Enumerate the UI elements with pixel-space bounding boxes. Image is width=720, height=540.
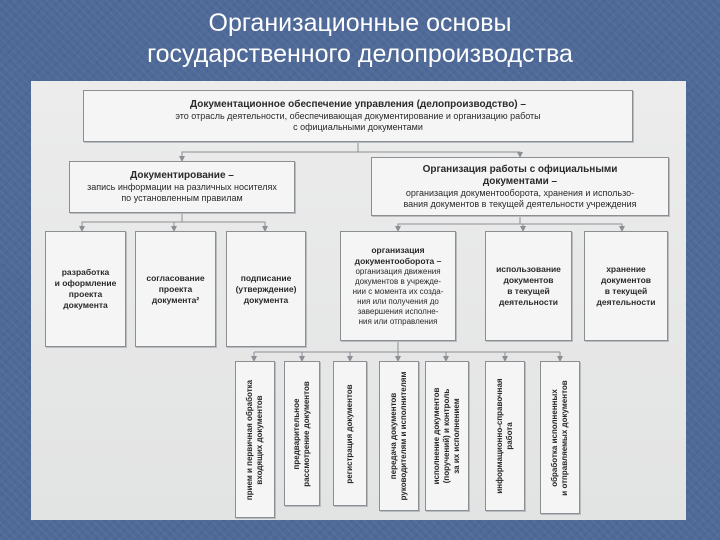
work-organization-heading-2: документами –	[482, 175, 558, 187]
l3-usage-line-2: документов	[503, 275, 554, 285]
l4-reception-line-1: прием и первичная обработка	[245, 379, 254, 500]
l4-transfer-line-2: руководителям и исполнителям	[399, 371, 408, 501]
l4-execution-control-box: исполнение документов (поручений) и конт…	[425, 361, 469, 511]
l4-reception-box: прием и первичная обработка входящих док…	[235, 361, 275, 518]
doc-management-heading: Документационное обеспечение управления …	[190, 99, 526, 110]
l4-outgoing-processing-box: обработка исполненных и отправляемых док…	[540, 361, 580, 514]
work-organization-heading-1: Организация работы с официальными	[422, 163, 618, 175]
l3-draft-line-1: разработка	[61, 267, 110, 277]
l3-signing-line-3: документа	[243, 294, 289, 305]
connector-top-to-left	[179, 143, 359, 162]
connector-left-to-l3	[79, 214, 183, 232]
l4-registration-box: регистрация документов	[333, 361, 367, 506]
l3-draft-line-2: и оформление	[54, 278, 117, 288]
documentation-desc-1: запись информации на различных носителях	[87, 182, 277, 192]
l3-signing-box: подписание (утверждение) документа	[226, 231, 306, 347]
l3-storage-box: хранение документов в текущей деятельнос…	[584, 231, 668, 341]
l4-transfer-text: передача документов руководителям и испо…	[389, 362, 409, 510]
l3-approval-line-1: согласование	[146, 272, 205, 283]
work-organization-box: Организация работы с официальными докуме…	[371, 157, 669, 216]
work-organization-desc-1: организация документооборота, хранения и…	[405, 187, 635, 198]
doc-management-desc-2: с официальными документами	[293, 122, 423, 132]
doc-management-desc-1: это отрасль деятельности, обеспечивающая…	[175, 111, 541, 121]
l4-transfer-line-1: передача документов	[389, 392, 398, 480]
l4-reception-text: прием и первичная обработка входящих док…	[245, 365, 265, 515]
l3-approval-box: согласование проекта документа²	[135, 231, 216, 347]
documentation-desc-2: по установленным правилам	[121, 193, 243, 203]
l3-usage-line-4: деятельности	[499, 297, 558, 307]
l4-reception-line-2: входящих документов	[255, 394, 264, 485]
l3-doc-flow-heading-2: документооборота –	[354, 256, 442, 266]
l4-outgoing-processing-line-2: и отправляемых документов	[560, 379, 569, 496]
work-organization-desc-2: вания документов в текущей деятельности …	[403, 198, 637, 209]
l4-reference-work-text: информационно-справочная работа	[495, 362, 515, 510]
doc-management-box: Документационное обеспечение управления …	[83, 90, 633, 142]
l4-preliminary-review-line-2: рассмотрение документов	[302, 380, 311, 487]
l4-preliminary-review-text: предварительное рассмотрение документов	[292, 362, 312, 505]
l4-reference-work-box: информационно-справочная работа	[485, 361, 525, 511]
slide-title-line-1: Организационные основы	[208, 9, 512, 37]
l3-usage-line-3: в текущей	[507, 286, 550, 296]
l3-doc-flow-desc-2: документов в учрежде-	[354, 277, 442, 286]
l3-storage-line-1: хранение	[606, 264, 646, 274]
l3-draft-box: разработка и оформление проекта документ…	[45, 231, 126, 347]
l3-doc-flow-desc-1: организация движения	[355, 267, 441, 276]
l4-registration-text: регистрация документов	[345, 362, 355, 505]
l3-doc-flow-desc-4: ния или получения до	[357, 297, 439, 306]
l3-draft-line-4: документа	[63, 300, 108, 310]
slide-title-line-2: государственного делопроизводства	[147, 40, 573, 68]
l3-draft-line-3: проекта	[68, 289, 103, 299]
connector-right-to-l3	[395, 217, 521, 232]
l4-preliminary-review-line-1: предварительное	[292, 398, 301, 469]
l3-approval-line-3: документа²	[151, 294, 200, 305]
l3-storage-line-3: в текущей	[604, 286, 648, 296]
l3-signing-line-1: подписание	[240, 272, 292, 283]
l4-execution-control-line-2: (поручений) и контроль	[442, 388, 451, 484]
l3-doc-flow-desc-6: ния или отправления	[358, 317, 438, 326]
l4-outgoing-processing-line-1: обработка исполненных	[550, 388, 559, 487]
l3-usage-line-1: использование	[496, 264, 561, 274]
documentation-box: Документирование – запись информации на …	[69, 161, 295, 213]
l4-execution-control-text: исполнение документов (поручений) и конт…	[432, 362, 462, 510]
l4-reference-work-line-2: работа	[505, 422, 514, 450]
l4-registration-line-1: регистрация документов	[345, 383, 354, 484]
l4-outgoing-processing-text: обработка исполненных и отправляемых док…	[550, 363, 570, 513]
l4-execution-control-line-3: за их исполнением	[452, 398, 461, 474]
connector-top-to-right	[358, 151, 523, 158]
l3-doc-flow-box: организация документооборота – организац…	[340, 231, 456, 341]
l4-preliminary-review-box: предварительное рассмотрение документов	[284, 361, 320, 506]
l4-transfer-box: передача документов руководителям и испо…	[379, 361, 419, 511]
l3-doc-flow-heading-1: организация	[371, 245, 425, 255]
l3-signing-line-2: (утверждение)	[235, 283, 297, 294]
l3-storage-line-2: документов	[600, 275, 652, 285]
l4-execution-control-line-1: исполнение документов	[432, 387, 441, 485]
slide-title: Организационные основы государственного …	[0, 8, 720, 70]
l3-approval-line-2: проекта	[158, 283, 193, 294]
l3-storage-line-4: деятельности	[596, 297, 656, 307]
documentation-heading: Документирование –	[130, 170, 234, 181]
l4-reference-work-line-1: информационно-справочная	[495, 378, 504, 494]
l3-doc-flow-desc-3: нии с момента их созда-	[352, 287, 444, 296]
l3-usage-box: использование документов в текущей деяте…	[485, 231, 572, 341]
l3-doc-flow-desc-5: завершения исполне-	[357, 307, 439, 316]
